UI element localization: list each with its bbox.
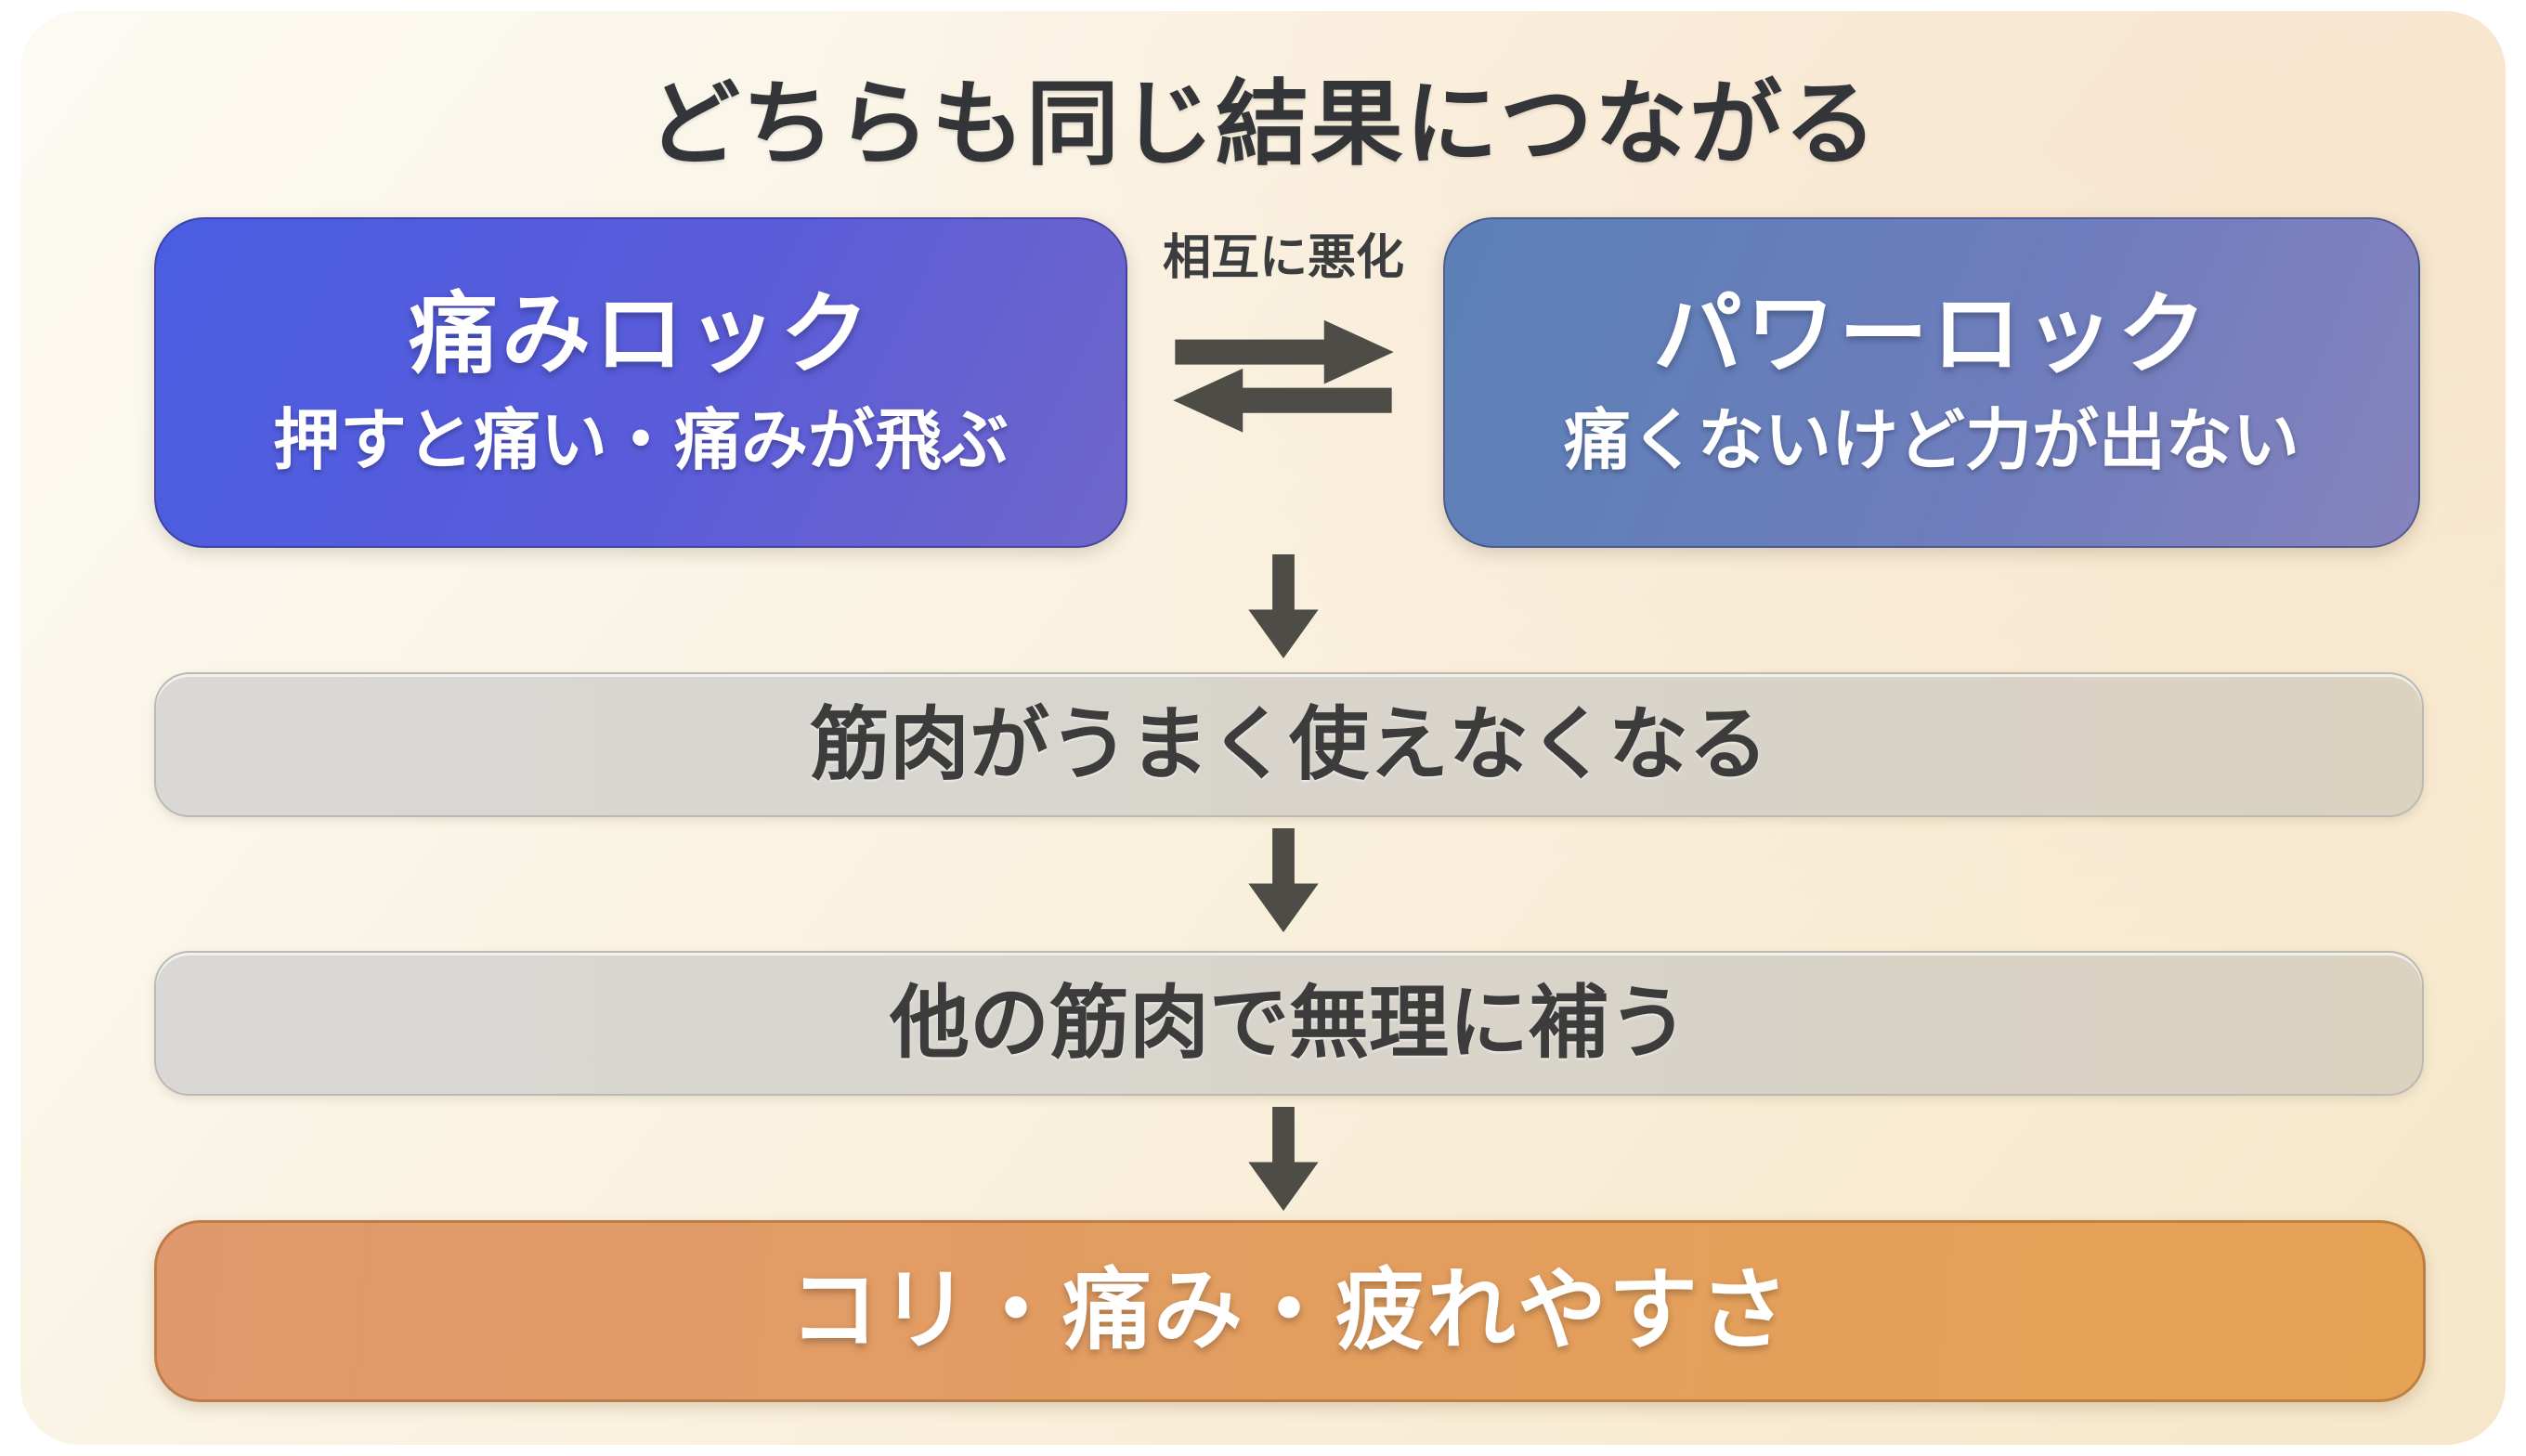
mutual-worsening-group: 相互に悪化 bbox=[1124, 234, 1443, 475]
background-panel: どちらも同じ結果につながる 痛みロック 押すと痛い・痛みが飛ぶ 相互に悪化 パワ… bbox=[20, 11, 2506, 1445]
step-other-muscles-compensate-label: 他の筋肉で無理に補う bbox=[890, 979, 1688, 1068]
result-label: コリ・痛み・疲れやすさ bbox=[789, 1261, 1790, 1360]
page-title: どちらも同じ結果につながる bbox=[647, 72, 1879, 176]
down-arrow-icon bbox=[1242, 1107, 1325, 1213]
down-arrow-icon bbox=[1242, 554, 1325, 660]
step-other-muscles-compensate: 他の筋肉で無理に補う bbox=[154, 951, 2424, 1096]
two-way-arrows-icon bbox=[1173, 319, 1394, 433]
pain-lock-title: 痛みロック bbox=[409, 285, 873, 384]
pain-lock-box: 痛みロック 押すと痛い・痛みが飛ぶ bbox=[154, 217, 1127, 548]
step-muscles-unusable: 筋肉がうまく使えなくなる bbox=[154, 672, 2424, 817]
mutual-worsening-label: 相互に悪化 bbox=[1162, 231, 1404, 285]
result-box: コリ・痛み・疲れやすさ bbox=[154, 1220, 2426, 1402]
down-arrow-icon bbox=[1242, 828, 1325, 934]
power-lock-subtitle: 痛くないけど力が出ない bbox=[1563, 404, 2299, 478]
power-lock-box: パワーロック 痛くないけど力が出ない bbox=[1443, 217, 2420, 548]
power-lock-title: パワーロック bbox=[1653, 285, 2210, 384]
pain-lock-subtitle: 押すと痛い・痛みが飛ぶ bbox=[272, 404, 1009, 478]
step-muscles-unusable-label: 筋肉がうまく使えなくなる bbox=[810, 700, 1768, 789]
